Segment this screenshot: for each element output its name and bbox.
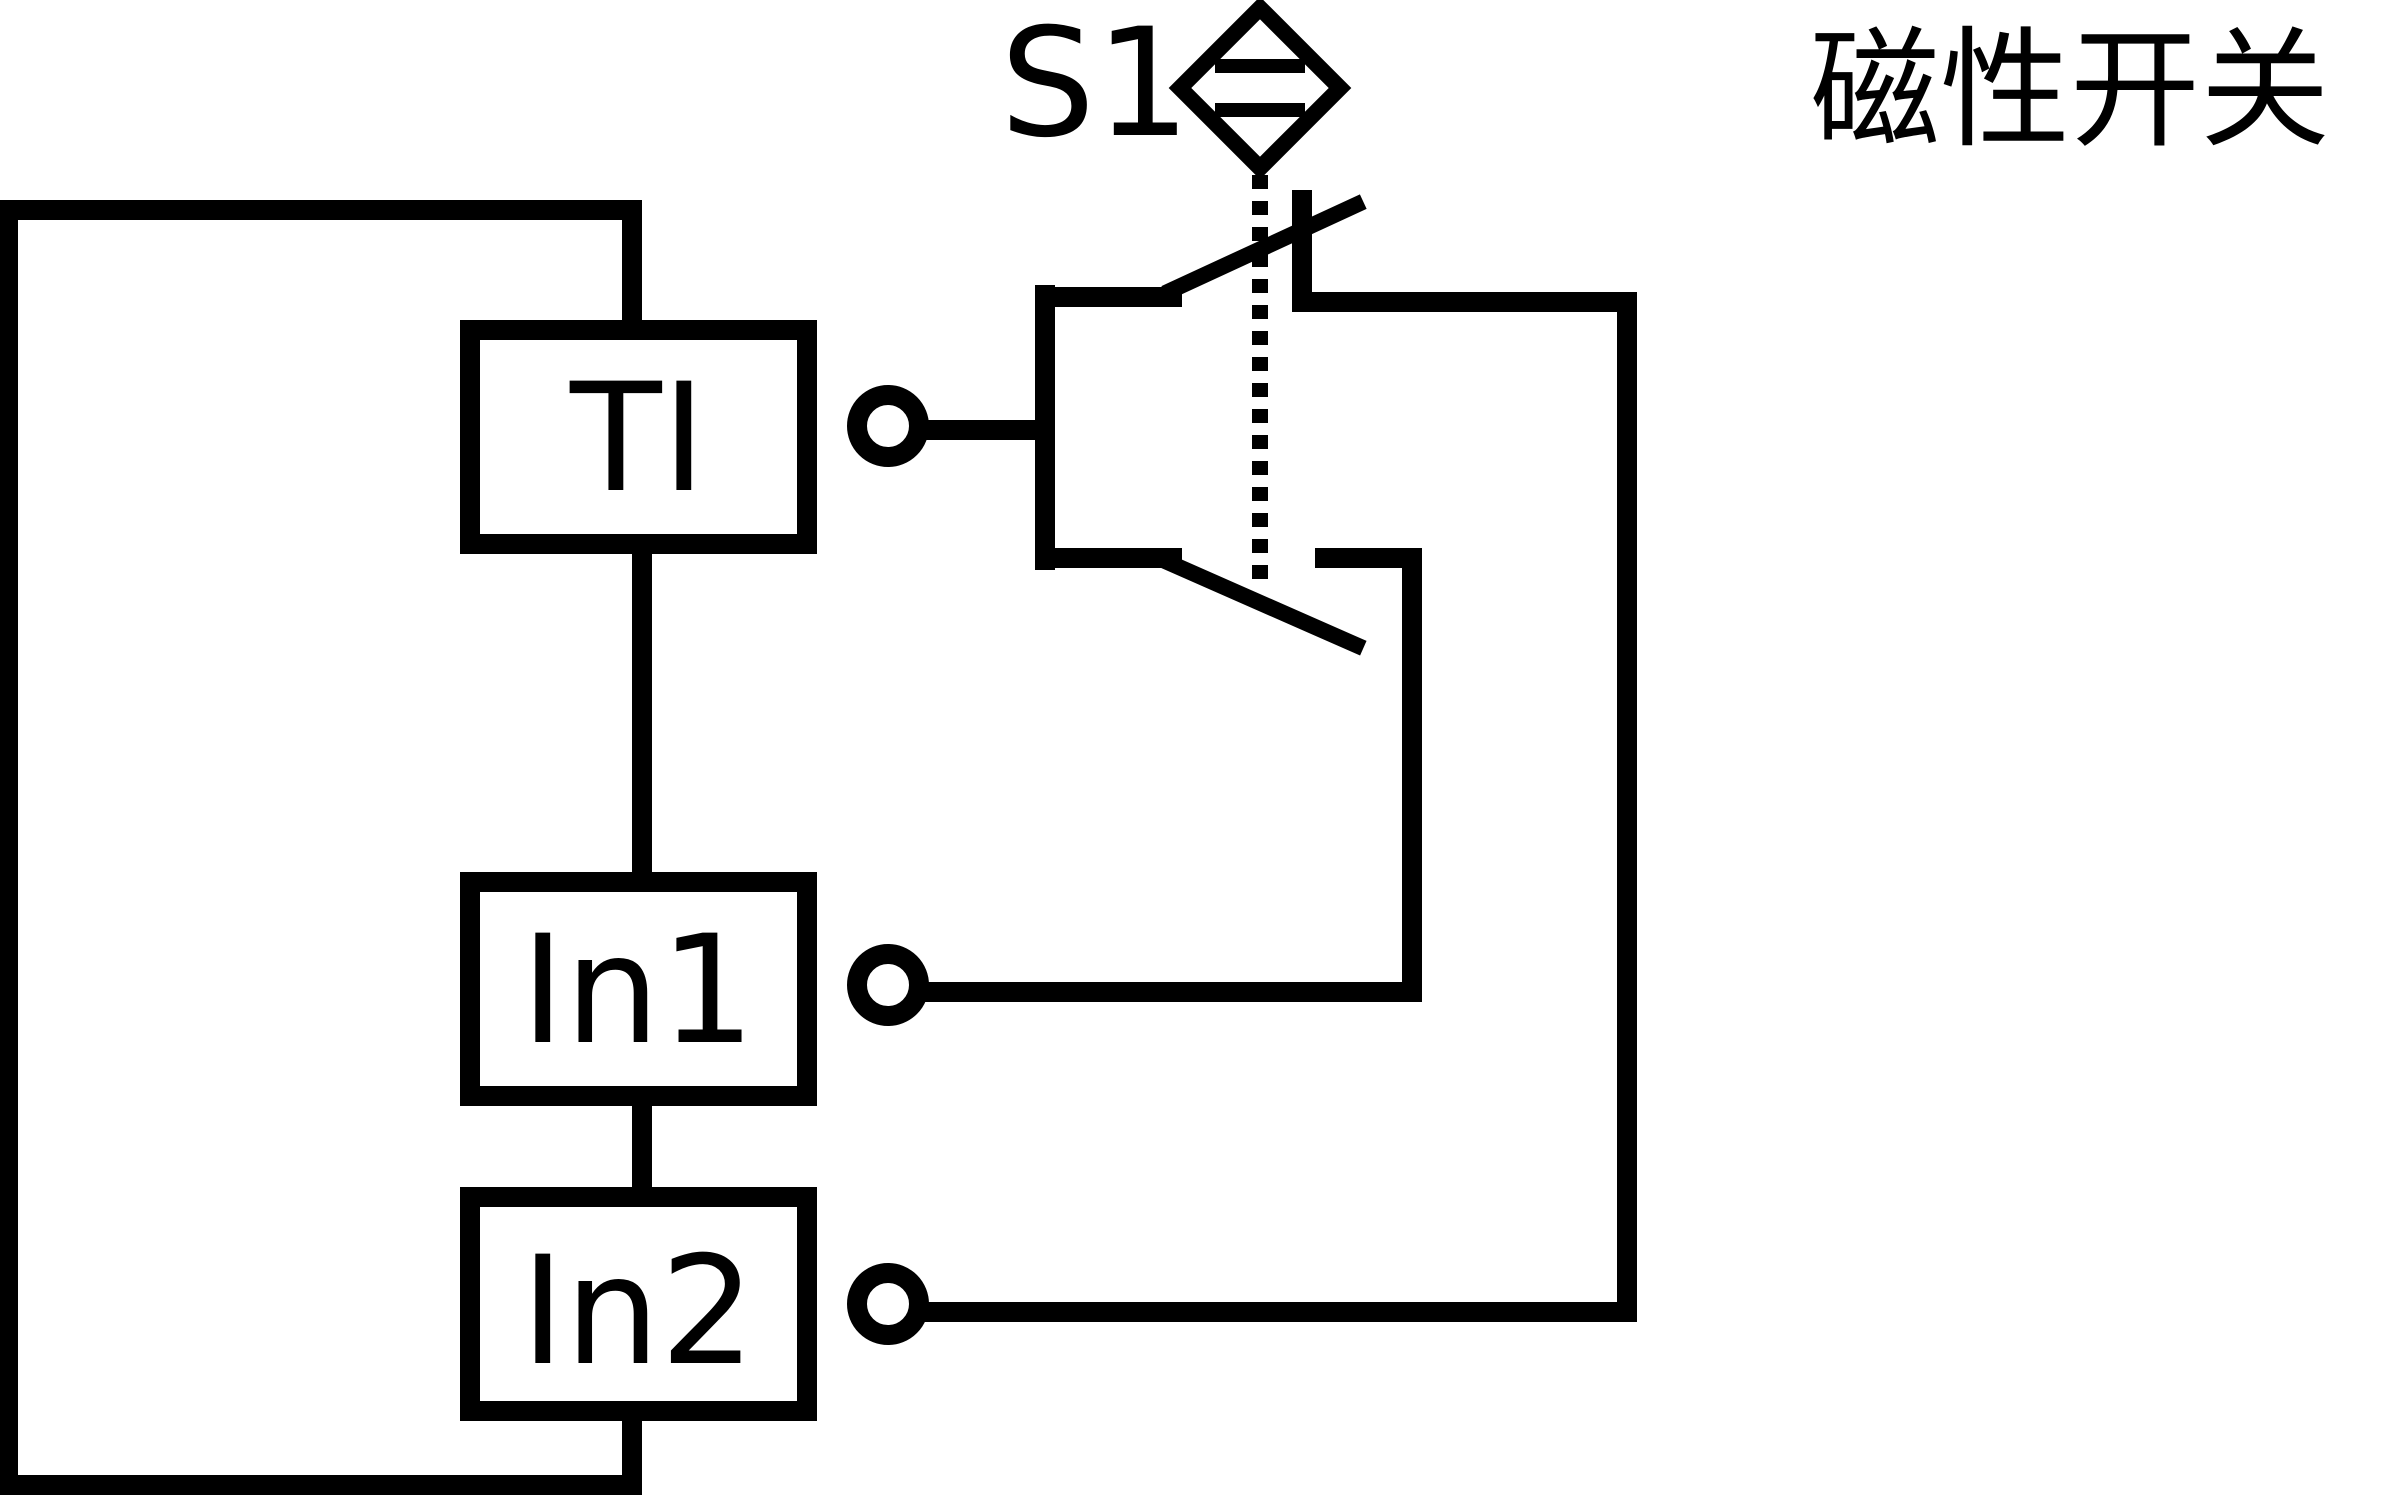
- switch-lower-blade: [1161, 553, 1367, 656]
- wire-switch-lower-to-in1: [909, 548, 1422, 1002]
- switch-label: S1: [1000, 0, 1191, 171]
- box-in2-label: In2: [521, 1225, 756, 1399]
- box-in2: [460, 1187, 817, 1421]
- box-ti-label: TI: [569, 352, 706, 526]
- wire-switch-upper-to-in2: [909, 190, 1637, 1322]
- box-in1-label: In1: [521, 904, 756, 1078]
- magnet-symbol: [1168, 0, 1352, 180]
- switch-caption: 磁性开关: [1810, 14, 2330, 166]
- wire-ti-to-switch: [909, 285, 1055, 570]
- switch-upper-blade: [1161, 194, 1367, 301]
- outer-loop-wire: [0, 200, 642, 1495]
